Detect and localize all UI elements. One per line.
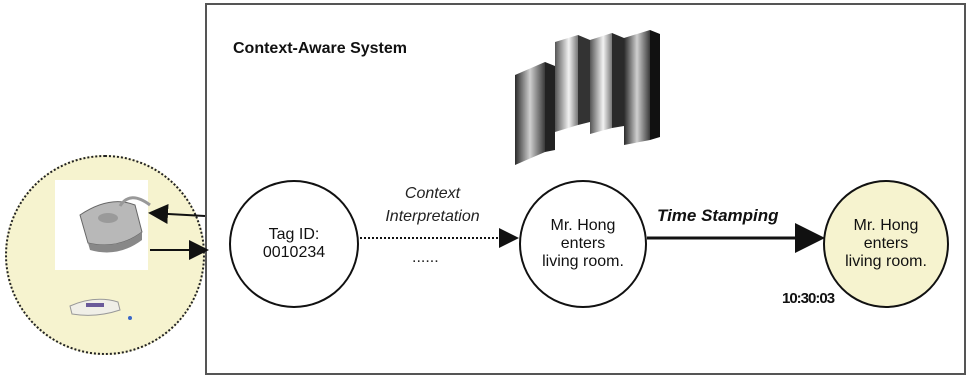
- context-node: Mr. Hong enters living room.: [519, 180, 647, 308]
- tag-id-label: Tag ID:: [268, 226, 320, 243]
- context-interpretation-label: Context Interpretation: [385, 185, 480, 225]
- tag-id-value: 0010234: [262, 244, 326, 261]
- timestamp-value: 10:30:03: [782, 290, 835, 307]
- tag-id-node: Tag ID: 0010234: [229, 180, 359, 308]
- system-title: Context-Aware System: [233, 40, 407, 57]
- time-stamping-label: Time Stamping: [657, 206, 779, 225]
- stamped-context-node: Mr. Hong enters living room.: [823, 180, 949, 308]
- interpretation-ellipsis: ......: [412, 249, 439, 266]
